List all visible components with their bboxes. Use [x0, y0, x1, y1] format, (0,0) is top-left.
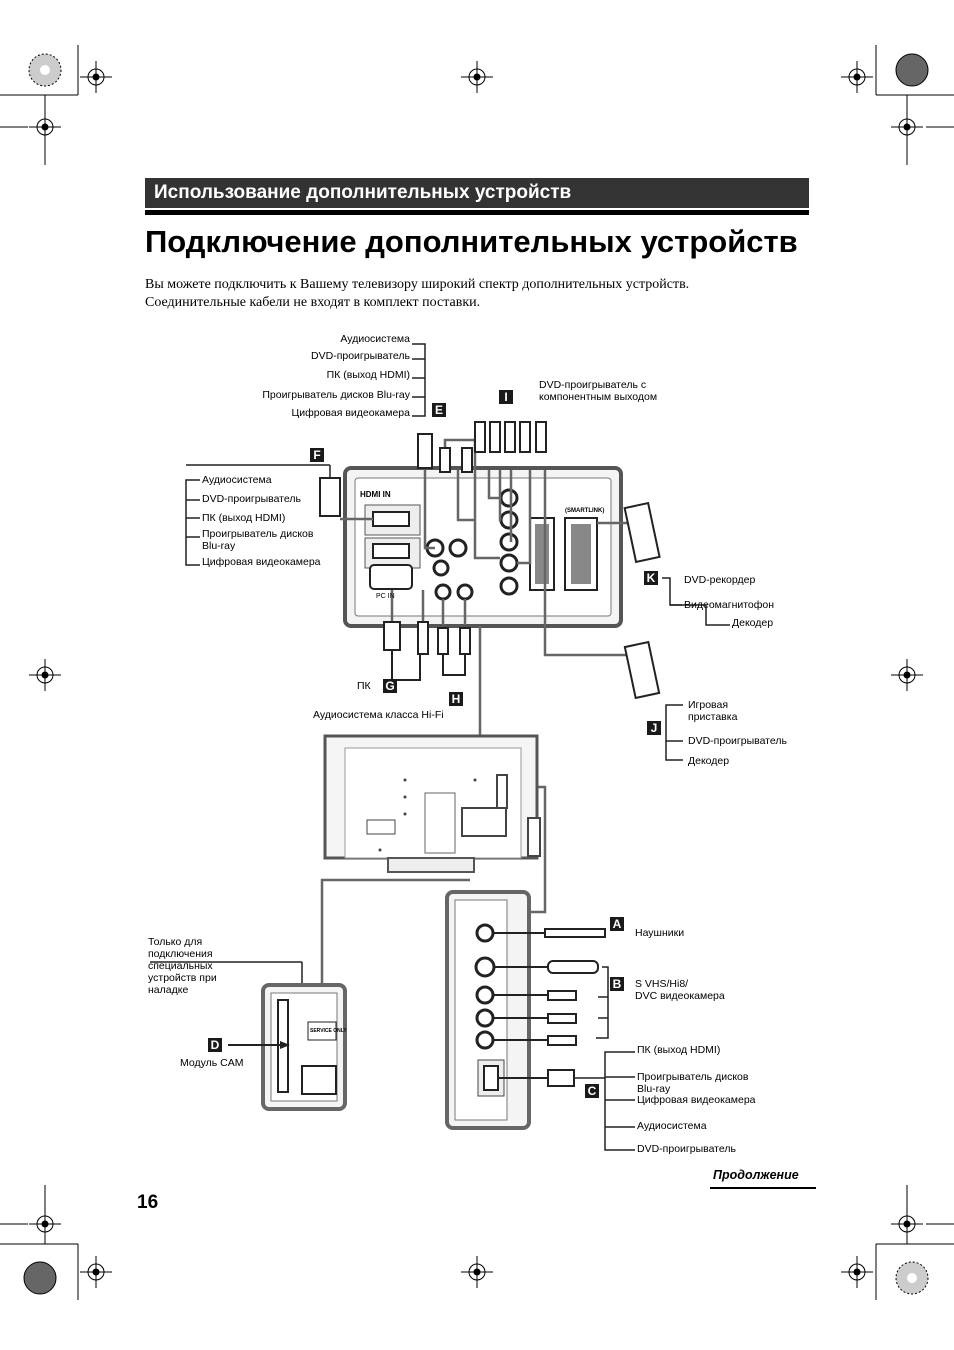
label-e-2: DVD-проигрыватель	[311, 350, 410, 362]
label-e-5: Цифровая видеокамера	[291, 407, 410, 419]
label-e-3: ПК (выход HDMI)	[326, 369, 410, 381]
intro-text: Вы можете подключить к Вашему телевизору…	[145, 276, 805, 312]
label-d-note-4: устройств при	[148, 972, 217, 984]
panel-pc-label: PC IN	[376, 593, 395, 600]
continued-label: Продолжение	[713, 1168, 799, 1182]
label-f-1: Аудиосистема	[202, 474, 272, 486]
label-i-1: DVD-проигрыватель с	[539, 379, 647, 391]
cam-panel	[228, 983, 347, 1111]
registration-marks	[29, 61, 923, 1288]
intro-line-1: Вы можете подключить к Вашему телевизору…	[145, 277, 690, 292]
page-title: Подключение дополнительных устройств	[145, 224, 798, 259]
label-g: ПК	[357, 680, 371, 692]
label-c-6: DVD-проигрыватель	[637, 1143, 736, 1155]
label-h: Аудиосистема класса Hi-Fi	[313, 709, 444, 721]
tv-rear	[323, 734, 541, 873]
badge-j: J	[647, 721, 661, 735]
label-e-4: Проигрыватель дисков Blu-ray	[262, 389, 410, 401]
label-b-1: S VHS/Hi8/	[635, 978, 689, 990]
badge-c: C	[585, 1084, 599, 1098]
service-only-label: SERVICE ONLY	[310, 1028, 347, 1034]
label-d-note-5: наладке	[148, 984, 189, 996]
scart-plugs	[623, 501, 661, 700]
badge-e: E	[432, 403, 446, 417]
badge-a: A	[610, 917, 624, 931]
badge-i: I	[499, 390, 513, 404]
badge-k: K	[644, 571, 658, 585]
label-f-5: Blu-ray	[202, 540, 236, 552]
label-c-5: Аудиосистема	[637, 1120, 707, 1132]
label-j-4: Декодер	[688, 755, 730, 767]
rear-panel	[343, 466, 623, 628]
label-k-3: Декодер	[732, 617, 774, 629]
label-d-note-1: Только для	[148, 936, 203, 948]
label-d: Модуль CAM	[180, 1057, 244, 1069]
continued-underline	[710, 1187, 816, 1189]
label-k-1: DVD-рекордер	[684, 574, 756, 586]
label-j-2: приставка	[688, 711, 738, 723]
label-e-1: Аудиосистема	[340, 333, 410, 345]
page-number: 16	[137, 1192, 159, 1213]
badge-d: D	[208, 1038, 222, 1052]
label-b-2: DVC видеокамера	[635, 990, 725, 1002]
label-d-note-3: специальных	[148, 960, 213, 972]
section-bar	[145, 178, 809, 208]
panel-hdmi-label: HDMI IN	[360, 490, 391, 499]
side-cables	[493, 928, 606, 1087]
side-panel	[445, 890, 531, 1130]
badge-h: H	[449, 692, 463, 706]
label-j-1: Игровая	[688, 699, 729, 711]
label-f-4: Проигрыватель дисков	[202, 528, 314, 540]
star-targets	[23, 53, 929, 1295]
plugs-top	[319, 421, 547, 517]
badge-b: B	[610, 977, 624, 991]
badge-f: F	[310, 448, 324, 462]
section-title: Использование дополнительных устройств	[154, 182, 572, 203]
label-j-3: DVD-проигрыватель	[688, 735, 787, 747]
label-k-2: Видеомагнитофон	[684, 599, 775, 611]
label-f-3: ПК (выход HDMI)	[202, 512, 286, 524]
label-c-2: Проигрыватель дисков	[637, 1071, 749, 1083]
intro-line-2: Соединительные кабели не входят в компле…	[145, 295, 481, 310]
panel-smartlink-label: (SMARTLINK)	[565, 508, 605, 514]
label-i-2: компонентным выходом	[539, 391, 658, 403]
label-a: Наушники	[635, 927, 685, 939]
label-f-6: Цифровая видеокамера	[202, 556, 321, 568]
label-f-2: DVD-проигрыватель	[202, 493, 301, 505]
label-c-4: Цифровая видеокамера	[637, 1094, 756, 1106]
label-c-1: ПК (выход HDMI)	[637, 1044, 721, 1056]
badge-g: G	[383, 679, 397, 693]
label-c-3: Blu-ray	[637, 1083, 671, 1095]
crop-marks	[0, 45, 954, 1300]
section-underline	[145, 210, 809, 215]
label-d-note-2: подключения	[148, 948, 213, 960]
